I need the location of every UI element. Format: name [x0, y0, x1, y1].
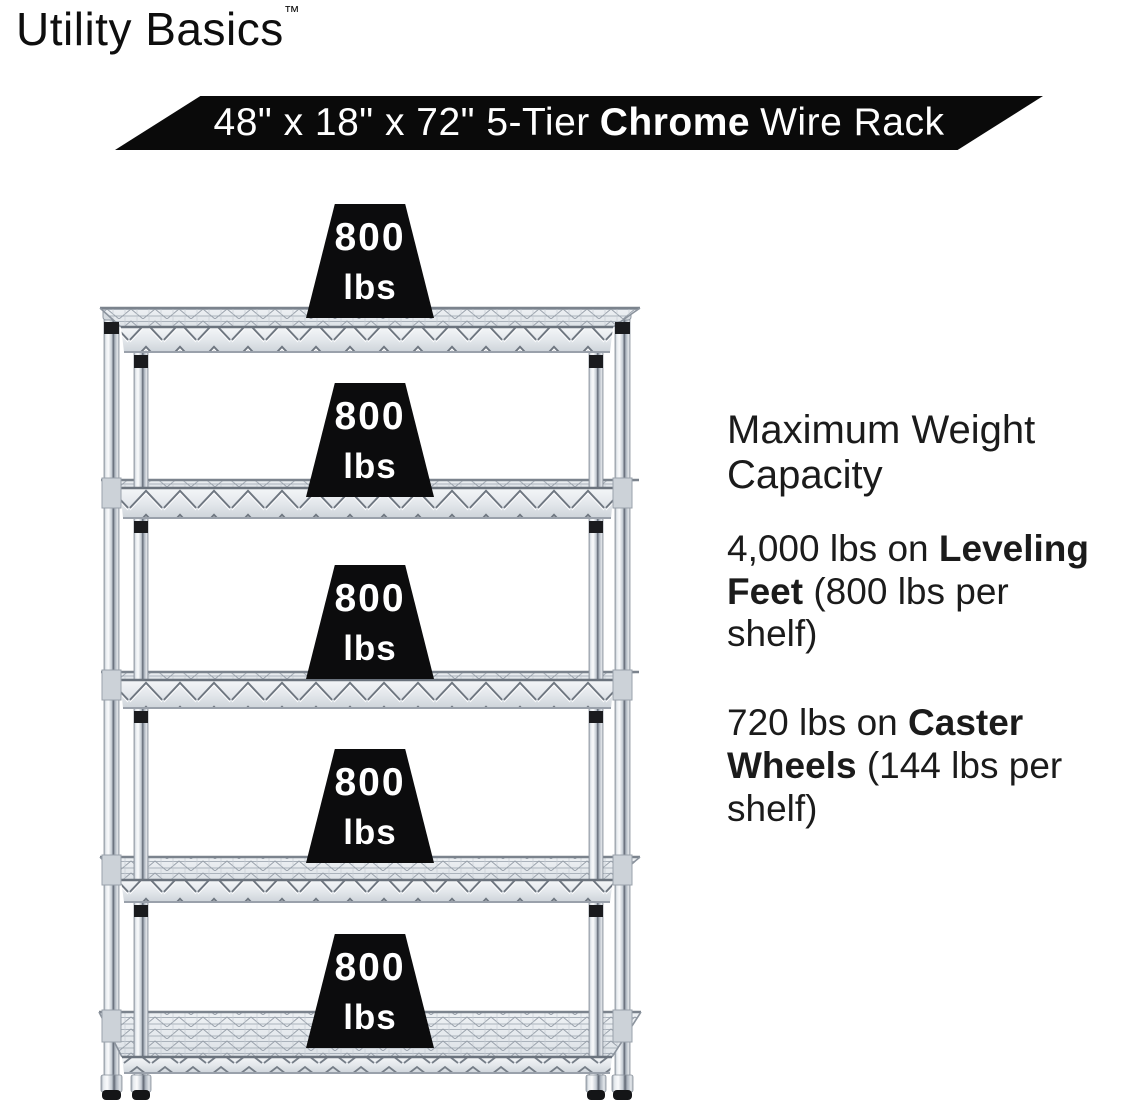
brand-name: Utility Basics [16, 3, 284, 55]
weight-unit: lbs [343, 812, 397, 852]
weight-badge-1: 800 lbs [306, 204, 434, 318]
rack-leveling-feet [100, 1074, 634, 1100]
weight-value: 800 [334, 394, 406, 438]
leveling-feet-capacity: 4,000 lbs on Leveling Feet (800 lbs per … [727, 528, 1099, 657]
banner-suffix-text: Wire Rack [760, 101, 945, 144]
caster-wheels-capacity: 720 lbs on Caster Wheels (144 lbs per sh… [727, 702, 1099, 831]
weight-value: 800 [334, 576, 406, 620]
product-title-banner: 48" x 18" x 72" 5-Tier Chrome Wire Rack [115, 96, 1043, 150]
banner-size-text: 48" x 18" x 72" 5-Tier [213, 101, 590, 144]
weight-unit: lbs [343, 446, 397, 486]
capacity-text: (144 lbs per shelf) [727, 745, 1063, 830]
trademark-symbol: ™ [283, 4, 300, 21]
weight-value: 800 [334, 760, 406, 804]
weight-value: 800 [334, 945, 406, 989]
weight-badge-3: 800 lbs [306, 565, 434, 679]
brand-logo: Utility Basics™ [16, 2, 300, 57]
banner-material-text: Chrome [599, 101, 751, 144]
rack-shelf-bands [120, 325, 614, 1074]
weight-unit: lbs [343, 267, 397, 307]
weight-unit: lbs [343, 997, 397, 1037]
capacity-text: 4,000 lbs on [727, 527, 939, 569]
capacity-text: (800 lbs per shelf) [727, 570, 1009, 655]
weight-unit: lbs [343, 628, 397, 668]
capacity-bold-text: Leveling Feet [727, 527, 1089, 612]
capacity-text: 720 lbs on [727, 702, 909, 744]
capacity-bold-text: Caster Wheels [727, 702, 1024, 787]
capacity-heading: Maximum Weight Capacity [727, 408, 1036, 497]
weight-value: 800 [334, 215, 406, 259]
rack-collars [101, 322, 633, 1043]
capacity-info-column: Maximum Weight Capacity 4,000 lbs on Lev… [727, 408, 1099, 877]
